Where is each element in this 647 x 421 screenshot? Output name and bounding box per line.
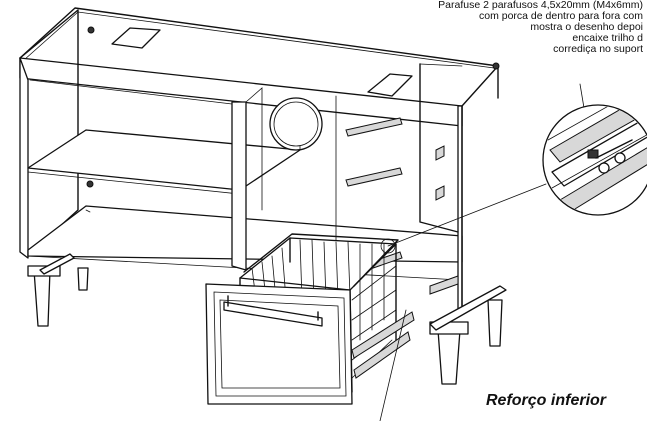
instruction-note-line: corrediça no suport [553, 43, 643, 55]
instruction-note-line: com porca de dentro para fora com [478, 10, 643, 22]
instruction-note: Parafuse 2 parafusos 4,5x20mm (M4x6mm) c… [403, 0, 643, 55]
slide-bracket-detail [542, 104, 647, 216]
instruction-note-line: encaixe trilho d [572, 32, 643, 44]
detail-callout-leaders [379, 83, 587, 421]
lower-reinforcement-rail [39, 253, 507, 331]
drawer-basket [205, 233, 415, 405]
instruction-note-line: mostra o desenho depoi [530, 21, 643, 33]
cabinet-carcass [19, 7, 500, 313]
instruction-note-line: Parafuse 2 parafusos 4,5x20mm (M4x6mm) [438, 0, 643, 11]
lower-reinforcement-caption: Reforço inferior [486, 392, 607, 409]
